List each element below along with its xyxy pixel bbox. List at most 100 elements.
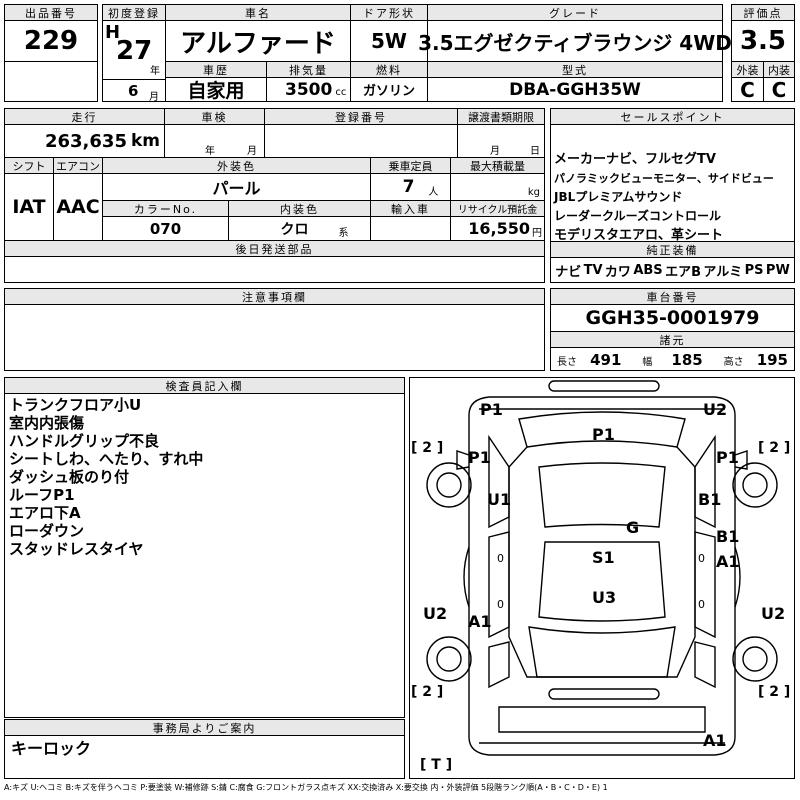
notes-box (4, 304, 545, 371)
color-no-header: カラーNo. (102, 200, 229, 217)
wheel-front-right (732, 462, 778, 508)
chassis-header: 車台番号 (550, 288, 795, 305)
inspector-header: 検査員記入欄 (4, 377, 405, 394)
height-value: 195 (756, 350, 788, 369)
model-value: DBA-GGH35W (427, 77, 723, 102)
body-outline (468, 396, 736, 756)
sales-point-line: パノラミックビューモニター、サイドビュー (554, 172, 774, 185)
mileage-value: 263,635 (44, 130, 127, 152)
damage-mark: A1 (703, 731, 727, 750)
ext-score-value: C (731, 77, 764, 102)
spare-tire-mark: [ T ] (420, 757, 453, 773)
damage-mark: A1 (468, 612, 492, 631)
color-no-value: 070 (102, 216, 229, 241)
first-reg-header: 初度登録 (102, 4, 166, 21)
model-header: 型式 (427, 61, 723, 78)
wheel-rear-left-hub (436, 646, 462, 672)
score-value: 3.5 (731, 20, 795, 62)
rear-glass (548, 688, 660, 700)
sales-points-header: セールスポイント (550, 108, 795, 125)
mileage-cell: 263,635 km (4, 124, 165, 158)
equipment-item: ABS (633, 262, 663, 278)
quarter-panels (488, 641, 716, 689)
recycle-unit: 円 (532, 228, 542, 239)
damage-mark: U2 (423, 604, 448, 623)
later-parts-header: 後日発送部品 (4, 240, 545, 257)
damage-legend: A:キズ U:ヘコミ B:キズを伴うヘコミ P:要塗装 W:補修跡 S:錆 C:… (4, 783, 608, 792)
import-header: 輸入車 (370, 200, 451, 217)
equipment-header: 純正装備 (550, 241, 795, 258)
office-header: 事務局よりご案内 (4, 719, 405, 736)
capacity-unit: 人 (428, 186, 439, 198)
aircon-header: エアコン (53, 157, 103, 174)
rear-doors (488, 531, 716, 639)
damage-mark: A1 (716, 552, 740, 571)
displacement-value: 3500 (285, 79, 333, 100)
import-box (370, 216, 451, 241)
int-score-header: 内装 (763, 61, 795, 78)
equipment-item: PW (765, 262, 790, 278)
first-reg-year-unit: 年 (150, 66, 160, 77)
reg-number-header: 登録番号 (264, 108, 458, 125)
max-load-header: 最大積載量 (450, 157, 545, 174)
wheel-rear-right-hub (742, 646, 768, 672)
diagram-zero: 0 (497, 598, 504, 611)
ext-color-header: 外装色 (102, 157, 371, 174)
score-header: 評価点 (731, 4, 795, 21)
recycle-value: 16,550 (468, 219, 530, 238)
inspector-line: 室内内張傷 (9, 414, 85, 432)
first-reg-month: 6 (128, 82, 139, 100)
int-color-cell: クロ 系 (228, 216, 371, 241)
inspector-line: ハンドルグリップ不良 (9, 432, 160, 450)
damage-mark: U1 (487, 490, 512, 509)
office-value: キーロック (11, 739, 92, 758)
damage-mark: U2 (703, 400, 728, 419)
inspection-header: 車検 (164, 108, 265, 125)
inspector-line: スタッドレスタイヤ (9, 540, 144, 558)
office-box: キーロック (4, 735, 405, 779)
later-parts-box (4, 256, 545, 283)
roof-panel (538, 541, 666, 622)
inspection-month-unit: 月 (247, 146, 257, 157)
capacity-cell: 7 人 (370, 173, 451, 201)
front-seat-area (538, 462, 666, 528)
equipment-item: TV (583, 262, 603, 278)
damage-mark: G (626, 518, 640, 537)
damage-mark: P1 (716, 448, 739, 467)
shift-header: シフト (4, 157, 54, 174)
damage-mark: U3 (592, 588, 617, 607)
front-bumper-top (548, 380, 660, 392)
diagram-zero: 0 (698, 598, 705, 611)
history-value: 自家用 (165, 77, 267, 102)
capacity-value: 7 (402, 177, 415, 197)
wheel-front-left (426, 462, 472, 508)
int-color-value: クロ (280, 221, 309, 238)
width-value: 185 (671, 350, 703, 369)
recycle-header: リサイクル預託金 (450, 200, 545, 217)
damage-mark: U2 (761, 604, 786, 623)
recycle-cell: 16,550 円 (450, 216, 545, 241)
displacement-header: 排気量 (266, 61, 351, 78)
doors-value: 5W (350, 20, 428, 62)
car-name-value: アルファード (165, 20, 351, 62)
lot-blank (4, 61, 98, 102)
reg-number-box (264, 124, 458, 158)
tire-tread-mark: [ 2 ] (758, 440, 791, 456)
bumper-lines (479, 408, 725, 744)
shift-value: IAT (4, 173, 54, 241)
side-steps (463, 546, 741, 608)
length-value: 491 (590, 350, 622, 369)
inspector-line: ダッシュ板のり付 (9, 468, 130, 486)
inspection-year-unit: 年 (205, 146, 215, 157)
damage-mark: P1 (480, 400, 503, 419)
equipment-item: エアB (665, 264, 701, 280)
sales-point-line: モデリスタエアロ、革シート (554, 228, 724, 243)
equipment-row: ナビ TV カワ ABS エアB アルミ PS PW (550, 257, 795, 283)
first-reg-era: H (105, 22, 121, 43)
grade-value: 3.5エグゼクティブラウンジ 4WD (418, 20, 732, 62)
diagram-zero: 0 (497, 552, 504, 565)
capacity-header: 乗車定員 (370, 157, 451, 174)
inspector-line: ローダウン (9, 522, 85, 540)
front-doors (488, 434, 716, 529)
inspector-line: エアロ下A (9, 504, 81, 522)
